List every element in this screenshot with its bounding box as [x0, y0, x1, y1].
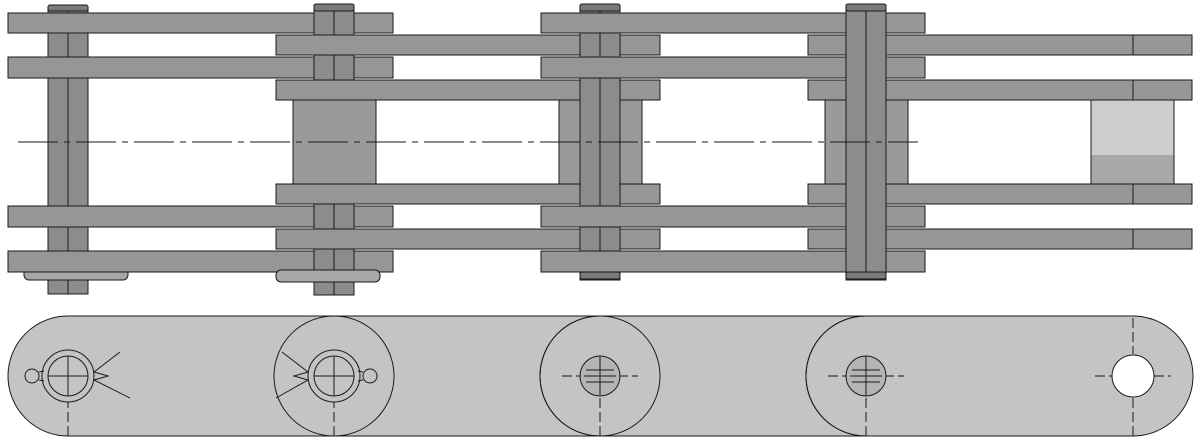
roller-4	[1090, 99, 1175, 185]
outer-link-1	[7, 12, 394, 273]
riveted-pin-joint-4	[845, 355, 887, 397]
link-overlap-arcs	[333, 315, 867, 437]
pin-heads	[47, 3, 887, 280]
cotter-pin-joint-1	[24, 349, 131, 403]
side-view	[7, 315, 1194, 438]
center-marks	[67, 318, 1171, 438]
inner-link-2	[807, 34, 1193, 250]
outer-link-2	[540, 12, 926, 273]
cotter-pin-joint-2	[275, 349, 378, 403]
open-pin-hole	[1111, 354, 1155, 398]
riveted-pin-joint-3	[579, 355, 621, 397]
top-view	[7, 3, 1193, 296]
inner-link-1	[275, 34, 661, 250]
pin-joint-1	[23, 7, 129, 295]
